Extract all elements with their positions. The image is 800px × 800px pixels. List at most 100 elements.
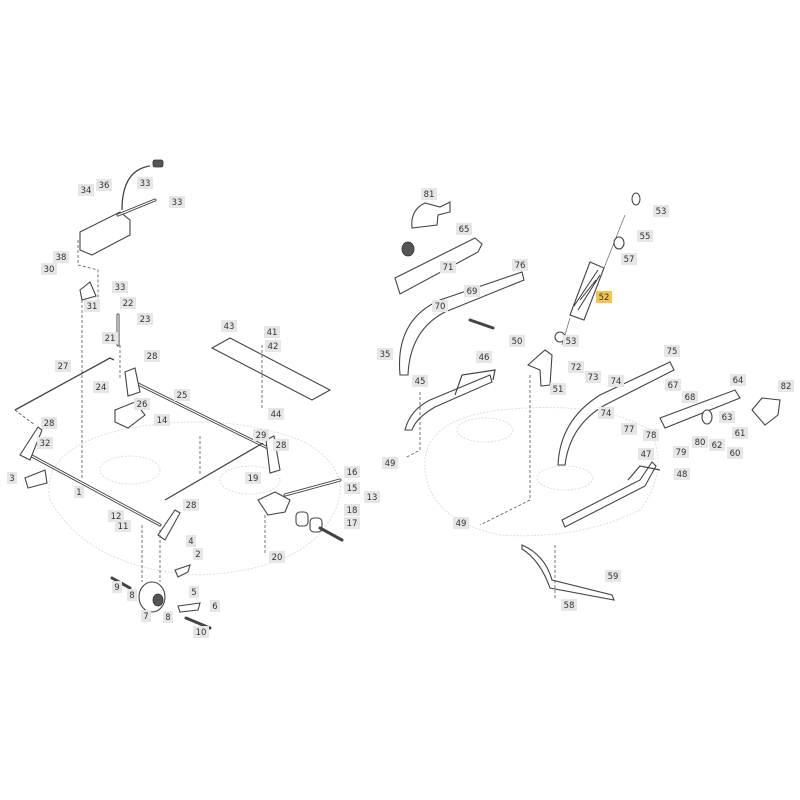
cover-82	[751, 397, 781, 426]
callout-number: 10	[196, 628, 207, 638]
callout-box	[596, 291, 612, 303]
callout-number: 25	[177, 391, 188, 401]
callout-number: 24	[96, 383, 107, 393]
callout-box	[421, 188, 437, 200]
callout-box	[664, 345, 680, 357]
callout-47: 47	[638, 448, 654, 460]
callout-number: 8	[129, 591, 134, 601]
callout-number: 76	[515, 261, 526, 271]
callout-box	[189, 586, 199, 598]
callout-1: 1	[74, 486, 84, 498]
callout-17: 17	[344, 517, 360, 529]
spring-52	[554, 192, 641, 346]
callout-box	[453, 517, 469, 529]
callout-6: 6	[210, 600, 220, 612]
callout-number: 21	[105, 334, 116, 344]
callout-number: 36	[99, 181, 110, 191]
callout-28: 28	[183, 499, 199, 511]
callout-number: 31	[87, 302, 98, 312]
callout-33: 33	[137, 177, 153, 189]
callout-box	[186, 535, 196, 547]
callout-box	[512, 259, 528, 271]
callout-42: 42	[265, 340, 281, 352]
callout-box	[440, 261, 456, 273]
callout-number: 33	[140, 179, 151, 189]
callout-71: 71	[440, 261, 456, 273]
callout-box	[115, 520, 131, 532]
callout-16: 16	[344, 466, 360, 478]
callout-13: 13	[364, 491, 380, 503]
arm-64	[659, 389, 741, 429]
callout-65: 65	[456, 223, 472, 235]
callout-box	[112, 281, 128, 293]
callout-number: 60	[730, 449, 741, 459]
callout-number: 82	[781, 382, 792, 392]
callout-number: 62	[712, 441, 723, 451]
callout-10: 10	[193, 626, 209, 638]
callout-number: 50	[512, 337, 523, 347]
callout-number: 4	[188, 537, 193, 547]
callout-63: 63	[719, 411, 735, 423]
callout-box	[78, 184, 94, 196]
callout-box	[653, 205, 669, 217]
bracket-31	[79, 281, 97, 301]
callout-number: 17	[347, 519, 358, 529]
callout-number: 43	[224, 322, 235, 332]
callout-number: 1	[76, 488, 81, 498]
callout-number: 61	[735, 429, 746, 439]
callout-box	[665, 379, 681, 391]
callout-number: 44	[271, 410, 282, 420]
callout-number: 52	[599, 293, 610, 303]
wheel-7	[110, 525, 212, 630]
callout-46: 46	[476, 351, 492, 363]
callout-box	[74, 486, 84, 498]
callout-box	[144, 350, 160, 362]
callout-53: 53	[563, 335, 579, 347]
callout-35: 35	[377, 348, 393, 360]
wheel-bracket-13	[257, 478, 344, 555]
callout-20: 20	[269, 551, 285, 563]
callout-14: 14	[154, 414, 170, 426]
callout-78: 78	[643, 429, 659, 441]
callout-82: 82	[778, 380, 794, 392]
callout-box	[598, 407, 614, 419]
callout-59: 59	[605, 570, 621, 582]
callout-box	[210, 600, 220, 612]
callout-number: 49	[456, 519, 467, 529]
callout-80: 80	[692, 436, 708, 448]
callout-box	[605, 570, 621, 582]
callout-number: 57	[624, 255, 635, 265]
callout-22: 22	[120, 297, 136, 309]
callout-69: 69	[464, 285, 480, 297]
callout-41: 41	[264, 326, 280, 338]
callout-number: 14	[157, 416, 168, 426]
callout-4: 4	[186, 535, 196, 547]
callout-number: 9	[114, 583, 119, 593]
callout-number: 59	[608, 572, 619, 582]
callout-box	[37, 437, 53, 449]
callout-number: 41	[267, 328, 278, 338]
left-deck-outline	[48, 421, 341, 576]
callout-box	[621, 423, 637, 435]
callout-number: 74	[601, 409, 612, 419]
callout-74: 74	[608, 375, 624, 387]
callout-box	[169, 196, 185, 208]
callout-number: 47	[641, 450, 652, 460]
callout-number: 63	[722, 413, 733, 423]
callout-number: 33	[172, 198, 183, 208]
callout-number: 33	[115, 283, 126, 293]
callout-72: 72	[568, 361, 584, 373]
callout-49: 49	[453, 517, 469, 529]
callout-38: 38	[53, 251, 69, 263]
callout-number: 49	[385, 459, 396, 469]
callout-box	[221, 320, 237, 332]
callout-number: 51	[553, 385, 564, 395]
callout-number: 28	[276, 441, 287, 451]
height-adjust-lever-assembly	[77, 159, 164, 480]
callout-box	[268, 408, 284, 420]
callout-box	[778, 380, 794, 392]
callout-number: 81	[424, 190, 435, 200]
callout-number: 18	[347, 506, 358, 516]
callout-box	[120, 297, 136, 309]
